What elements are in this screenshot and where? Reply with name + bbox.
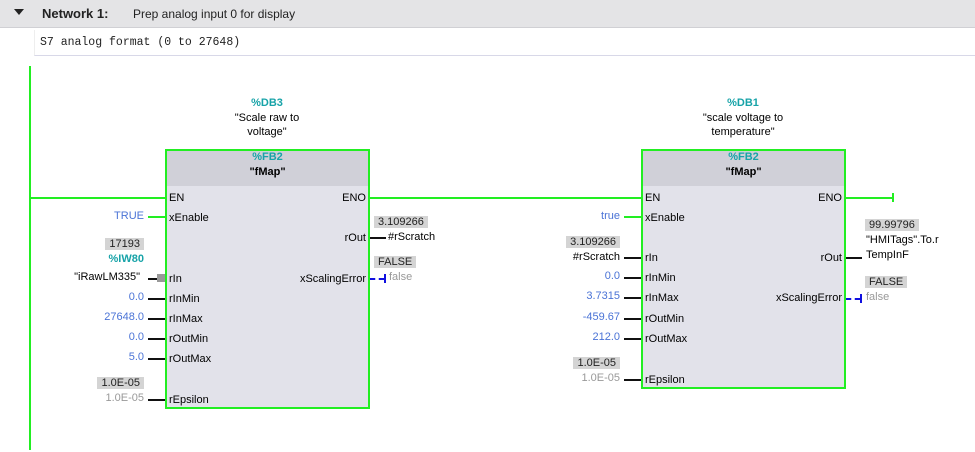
pin-rinmin: rInMin: [645, 272, 676, 284]
block2-db-name-2: temperature": [711, 126, 775, 138]
b1-routmin-value[interactable]: 0.0: [128, 331, 144, 343]
pin-en: EN: [169, 192, 185, 204]
wire: [846, 298, 860, 300]
b1-rin-monitor: 17193: [105, 238, 144, 250]
b2-repsilon-value[interactable]: 1.0E-05: [581, 372, 620, 384]
block1-db-name-1: "Scale raw to: [234, 112, 300, 124]
wire: [148, 399, 165, 401]
en-wire-1: [31, 197, 165, 199]
b1-xenable-value[interactable]: TRUE: [114, 210, 144, 222]
pin-xscalingerror: xScalingError: [299, 273, 366, 285]
b1-routmax-value[interactable]: 5.0: [128, 351, 144, 363]
b1-rinmax-value[interactable]: 27648.0: [104, 311, 144, 323]
wire: [148, 298, 165, 300]
b2-rin-monitor: 3.109266: [566, 236, 620, 248]
pin-eno: ENO: [342, 192, 366, 204]
wire: [148, 278, 158, 280]
block2-header: %FB2 "fMap": [643, 151, 844, 186]
b2-rout-monitor: 99.99796: [865, 219, 919, 231]
wire: [370, 237, 386, 239]
pin-xscalingerror: xScalingError: [775, 292, 842, 304]
wire: [148, 358, 165, 360]
pin-xenable: xEnable: [645, 212, 685, 224]
pin-rinmin: rInMin: [169, 293, 200, 305]
b1-repsilon-value[interactable]: 1.0E-05: [105, 392, 144, 404]
eno-wire-2: [845, 197, 893, 199]
pin-routmin: rOutMin: [169, 333, 209, 345]
b2-rin-tag[interactable]: #rScratch: [572, 251, 620, 263]
network-header[interactable]: [0, 0, 975, 28]
wire-end: [384, 274, 386, 283]
block2-type: "fMap": [725, 166, 762, 178]
b2-xscalingerror-tag[interactable]: false: [866, 291, 890, 303]
wire: [624, 318, 641, 320]
pin-rout: rOut: [820, 252, 842, 264]
block2-fb: %FB2: [728, 151, 759, 163]
block2-fmap[interactable]: %FB2 "fMap" EN ENO xEnable rIn rOut rInM…: [641, 149, 846, 389]
b1-xscalingerror-tag[interactable]: false: [389, 271, 413, 283]
wire: [624, 338, 641, 340]
network-title: Network 1:: [42, 6, 109, 21]
b2-repsilon-monitor: 1.0E-05: [573, 357, 620, 369]
wire: [148, 338, 165, 340]
wire: [624, 257, 641, 259]
wire: [370, 278, 384, 280]
b1-rin-address[interactable]: %IW80: [108, 253, 144, 265]
b2-routmax-value[interactable]: 212.0: [592, 331, 620, 343]
wire: [148, 318, 165, 320]
block2-db[interactable]: %DB1: [727, 97, 759, 109]
wire-end: [860, 294, 862, 303]
wire: [624, 277, 641, 279]
pin-eno: ENO: [818, 192, 842, 204]
eno-wire-end: [892, 193, 894, 202]
pin-rout: rOut: [344, 232, 366, 244]
b2-rinmin-value[interactable]: 0.0: [604, 270, 620, 282]
b2-rinmax-value[interactable]: 3.7315: [586, 290, 620, 302]
pin-routmax: rOutMax: [169, 353, 212, 365]
b2-xenable-value[interactable]: true: [601, 210, 620, 222]
block1-header: %FB2 "fMap": [167, 151, 368, 186]
block1-fmap[interactable]: %FB2 "fMap" EN ENO xEnable rOut rIn xSca…: [165, 149, 370, 409]
b1-xscalingerror-monitor: FALSE: [374, 256, 417, 268]
b2-rout-tag-2[interactable]: TempInF: [866, 249, 909, 261]
pin-rinmax: rInMax: [645, 292, 679, 304]
b1-repsilon-monitor: 1.0E-05: [97, 377, 144, 389]
eno-en-wire: [369, 197, 641, 199]
network-description[interactable]: Prep analog input 0 for display: [133, 7, 296, 21]
pin-repsilon: rEpsilon: [169, 394, 209, 406]
conversion-icon: [157, 274, 165, 282]
block1-fb: %FB2: [252, 151, 283, 163]
b2-rout-tag-1[interactable]: "HMITags".To.r: [866, 234, 939, 246]
pin-xenable: xEnable: [169, 212, 209, 224]
b2-routmin-value[interactable]: -459.67: [582, 311, 620, 323]
b2-xscalingerror-monitor: FALSE: [865, 276, 908, 288]
b1-rout-monitor: 3.109266: [374, 216, 428, 228]
block1-db[interactable]: %DB3: [251, 97, 283, 109]
network-comment: S7 analog format (0 to 27648): [40, 36, 241, 49]
pin-routmax: rOutMax: [645, 333, 688, 345]
block2-db-name-1: "scale voltage to: [702, 112, 784, 124]
network-comment-box[interactable]: [34, 30, 975, 56]
pin-rin: rIn: [169, 273, 182, 285]
block1-type: "fMap": [249, 166, 286, 178]
wire: [624, 297, 641, 299]
pin-routmin: rOutMin: [645, 313, 685, 325]
wire: [148, 216, 165, 218]
b1-rinmin-value[interactable]: 0.0: [128, 291, 144, 303]
pin-repsilon: rEpsilon: [645, 374, 685, 386]
power-rail: [29, 66, 31, 450]
collapse-triangle-icon[interactable]: [14, 9, 24, 15]
wire: [624, 379, 641, 381]
b1-rin-tag[interactable]: "iRawLM335": [74, 271, 140, 283]
pin-rin: rIn: [645, 252, 658, 264]
wire: [846, 257, 862, 259]
block1-db-name-2: voltage": [247, 126, 287, 138]
wire: [624, 216, 641, 218]
pin-rinmax: rInMax: [169, 313, 203, 325]
pin-en: EN: [645, 192, 661, 204]
b1-rout-tag[interactable]: #rScratch: [388, 231, 436, 243]
